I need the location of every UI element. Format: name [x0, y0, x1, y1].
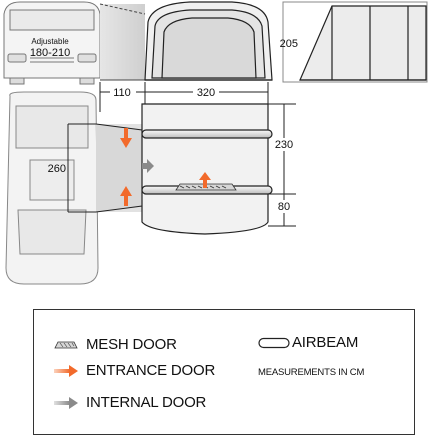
depth-side-label: 260	[48, 163, 66, 175]
depth-porch-label: 80	[278, 201, 290, 213]
adjustable-label: Adjustable	[31, 37, 69, 46]
legend-entrance-door-label: ENTRANCE DOOR	[86, 362, 216, 379]
awning-diagram: Adjustable 180-210 205 110 320	[3, 1, 428, 285]
van-top-view	[5, 91, 99, 285]
legend-airbeam: AIRBEAM	[258, 334, 358, 351]
legend-entrance-door: ENTRANCE DOOR	[54, 362, 215, 379]
van-front-view	[3, 1, 101, 85]
mesh-door-icon	[54, 341, 78, 348]
awning-side-view	[282, 1, 428, 83]
legend-internal-door-label: INTERNAL DOOR	[86, 394, 207, 411]
width-connection-label: 110	[113, 87, 131, 99]
awning-top-view	[141, 103, 273, 235]
adjustable-range: 180-210	[30, 47, 70, 59]
airbeam-icon	[258, 337, 290, 348]
measurements-note: MEASUREMENTS IN CM	[258, 367, 365, 378]
depth-main-label: 230	[275, 139, 293, 151]
width-main-label: 320	[197, 87, 215, 99]
legend-mesh-door-label: MESH DOOR	[86, 336, 177, 353]
entrance-arrow-icon	[54, 364, 78, 377]
legend-box: MESH DOOR ENTRANCE DOOR	[33, 309, 415, 435]
internal-door-arrow	[142, 159, 154, 173]
internal-arrow-icon	[54, 396, 78, 409]
awning-front-view	[144, 1, 273, 81]
entrance-arrow-top	[120, 128, 132, 148]
legend-measurements-note: MEASUREMENTS IN CM	[258, 367, 364, 378]
connection-tunnel-top	[67, 123, 143, 213]
entrance-arrow-bottom	[120, 186, 132, 206]
connection-tunnel-front	[99, 3, 146, 81]
legend-mesh-door: MESH DOOR	[54, 336, 177, 353]
height-label: 205	[280, 38, 298, 50]
legend-airbeam-label: AIRBEAM	[292, 334, 359, 351]
legend-internal-door: INTERNAL DOOR	[54, 394, 206, 411]
entrance-arrow-mesh	[199, 172, 211, 188]
